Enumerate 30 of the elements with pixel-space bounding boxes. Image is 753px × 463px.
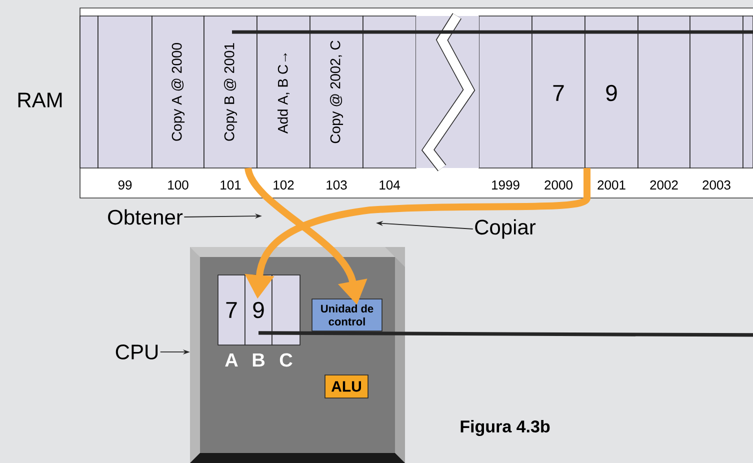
address-label: 100: [168, 180, 188, 190]
address-label: 2002: [650, 180, 678, 190]
memory-label: RAM: [18, 92, 62, 108]
address-label: 2003: [702, 180, 730, 190]
address-label: 99: [118, 180, 132, 190]
register-letter: B: [252, 353, 264, 367]
address-label: 102: [274, 180, 294, 190]
memory-cell: Add A, B C→: [256, 16, 310, 168]
address-label: 2000: [544, 180, 572, 190]
step-label: Obtener: [108, 209, 183, 225]
address-label: 103: [326, 180, 347, 190]
memory-cell: Copy A @ 2000: [152, 16, 204, 168]
memory-cell: [80, 16, 98, 168]
memory-cell: 7: [532, 16, 586, 168]
memory-cell: Copy B @ 2001: [204, 16, 258, 168]
cpu-label: CPU: [116, 344, 158, 360]
register-letter: A: [225, 353, 238, 367]
figure-caption: Figura 4.3b: [460, 420, 550, 436]
address-label: 101: [220, 180, 241, 190]
address-label: 104: [380, 180, 400, 190]
memory-cell: Copy @ 2002, C: [310, 16, 364, 168]
control-unit-box: Unidad de control: [312, 298, 382, 332]
address-label: 1999: [492, 180, 520, 190]
memory-cell: 9: [584, 16, 638, 168]
register-letter: C: [280, 353, 292, 367]
address-label: 2001: [598, 180, 626, 190]
step-label: Copiar: [475, 219, 536, 239]
memory-cell: [742, 16, 753, 168]
register: 7: [218, 274, 246, 346]
alu-box: ALU: [324, 374, 368, 398]
